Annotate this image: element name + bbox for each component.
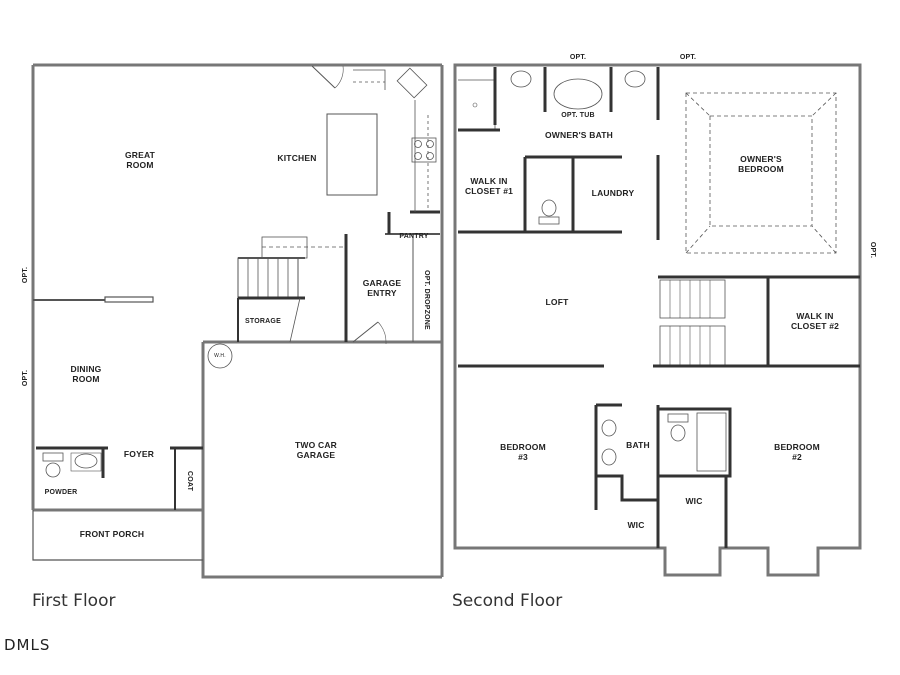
room-coat: COAT	[186, 470, 194, 492]
room-front-porch: FRONT PORCH	[79, 528, 145, 539]
opt-window-label: OPT.	[869, 241, 877, 259]
opt-window-label: OPT.	[569, 53, 587, 61]
room-bedroom-3: BEDROOM #3	[500, 441, 546, 462]
room-dining-room: DINING ROOM	[70, 363, 102, 384]
room-walk-in-closet-2: WALK IN CLOSET #2	[790, 310, 840, 331]
opt-window-label: OPT.	[21, 266, 29, 284]
watermark-logo: DMLS	[4, 636, 51, 654]
room-kitchen: KITCHEN	[277, 152, 317, 163]
room-bath: BATH	[626, 439, 650, 450]
room-garage-entry: GARAGE ENTRY	[362, 277, 402, 298]
room-storage: STORAGE	[245, 317, 281, 325]
room-pantry: PANTRY	[399, 232, 429, 240]
room-owners-bath: OWNER'S BATH	[544, 129, 614, 140]
room-two-car-garage: TWO CAR GARAGE	[294, 439, 338, 460]
room-wic-right: WIC	[685, 495, 703, 506]
room-laundry: LAUNDRY	[591, 187, 635, 198]
opt-window-label: OPT.	[679, 53, 697, 61]
room-powder: POWDER	[44, 488, 78, 496]
water-heater-label: W.H.	[214, 353, 226, 359]
second-floor-title: Second Floor	[452, 591, 563, 611]
room-great-room: GREAT ROOM	[124, 149, 156, 170]
room-owners-bedroom: OWNER'S BEDROOM	[738, 153, 784, 174]
room-foyer: FOYER	[123, 448, 155, 459]
opt-window-label: OPT.	[21, 369, 29, 387]
room-loft: LOFT	[545, 296, 569, 307]
room-bedroom-2: BEDROOM #2	[774, 441, 820, 462]
room-opt-tub: OPT. TUB	[561, 111, 595, 119]
first-floor-title: First Floor	[32, 591, 116, 611]
room-walk-in-closet-1: WALK IN CLOSET #1	[464, 175, 514, 196]
room-wic-left: WIC	[627, 519, 645, 530]
room-opt-dropzone: OPT. DROPZONE	[423, 270, 431, 330]
